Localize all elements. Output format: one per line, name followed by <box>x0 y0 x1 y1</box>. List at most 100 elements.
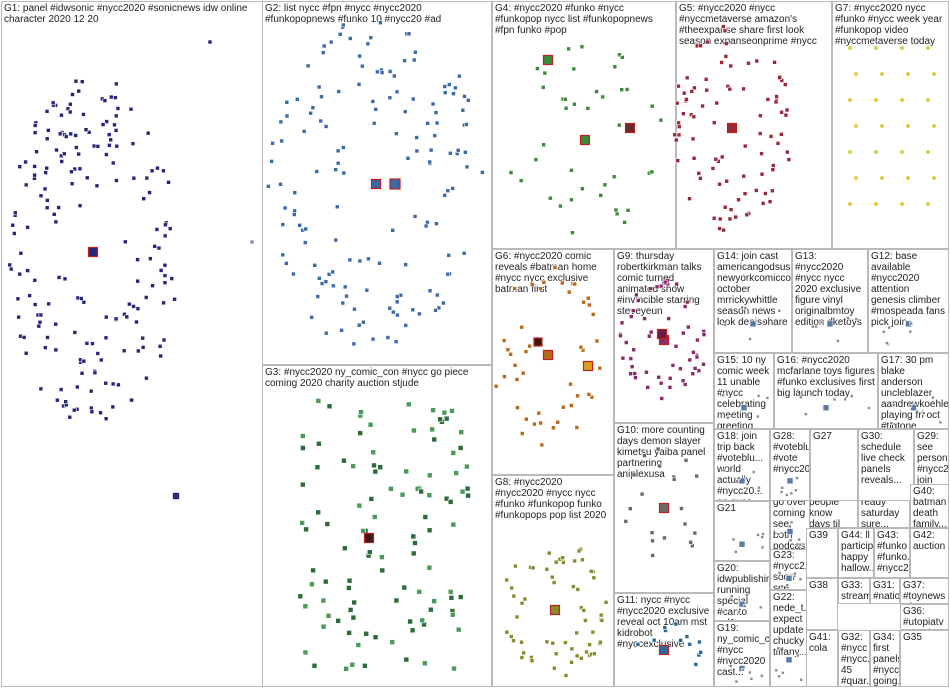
user-node-g21 <box>756 533 760 537</box>
group-box-g7: G7: #nycc2020 nycc #funko #nycc week yea… <box>832 1 949 249</box>
user-node-g3 <box>302 649 309 656</box>
user-node-g5 <box>765 97 771 102</box>
user-node-g1 <box>77 166 83 172</box>
user-node-g1 <box>43 170 48 175</box>
user-node-g3 <box>426 492 433 498</box>
user-node-g1 <box>32 123 38 128</box>
user-node-g3 <box>326 403 333 410</box>
user-node-g2 <box>278 182 283 187</box>
user-node-g1 <box>79 79 85 84</box>
user-node-g6 <box>578 344 584 350</box>
user-node-g10 <box>650 553 655 558</box>
user-node-g1 <box>21 335 27 340</box>
user-node-g9 <box>662 279 668 285</box>
user-node-g7 <box>925 149 931 155</box>
hub-node-g20 <box>738 600 746 608</box>
user-node-g2 <box>448 150 453 156</box>
user-node-g5 <box>779 132 784 137</box>
user-node-g8 <box>560 555 565 560</box>
user-node-g9 <box>636 298 641 303</box>
user-node-g6 <box>560 404 566 410</box>
user-node-g5 <box>698 176 703 181</box>
hub-node-g26 <box>786 528 794 535</box>
user-node-g1 <box>32 302 38 307</box>
user-node-g3 <box>399 491 406 498</box>
user-node-g4 <box>558 203 563 209</box>
user-node-g3 <box>426 564 433 571</box>
user-node-g8 <box>508 634 514 639</box>
user-node-g5 <box>746 60 751 66</box>
user-node-g2 <box>387 95 393 101</box>
user-node-g3 <box>459 488 466 495</box>
user-node-g2 <box>410 307 416 313</box>
user-node-g8 <box>591 651 597 657</box>
group-box-g18: G18: join trip back #voteblu... world ac… <box>714 429 770 501</box>
user-node-g1 <box>128 106 134 112</box>
user-node-g1 <box>72 330 78 335</box>
group-label-g32: G32: #nycc #nycc... 45 #quar... <box>841 632 870 687</box>
user-node-g5 <box>773 99 779 105</box>
user-node-g1 <box>113 128 119 133</box>
user-node-g3 <box>372 634 379 640</box>
user-node-g1 <box>75 384 80 390</box>
user-node-g3 <box>372 468 379 475</box>
user-node-g1 <box>113 95 118 100</box>
user-node-g2 <box>278 119 284 125</box>
user-node-g5 <box>681 111 686 116</box>
hub-node-g3 <box>363 532 375 544</box>
user-node-g1 <box>57 131 63 137</box>
user-node-g3 <box>322 578 329 585</box>
user-node-g1 <box>67 109 73 115</box>
user-node-g2 <box>457 73 462 79</box>
user-node-g7 <box>899 149 905 155</box>
user-node-g6 <box>527 343 532 349</box>
user-node-g14 <box>748 337 752 341</box>
group-box-g4: G4: #nycc2020 #funko #nycc #funkopop nyc… <box>492 1 676 249</box>
user-node-g6 <box>569 403 574 408</box>
user-node-g1 <box>154 227 160 232</box>
user-node-g1 <box>114 81 119 87</box>
user-node-g10 <box>671 477 677 482</box>
user-node-g4 <box>541 142 546 148</box>
user-node-g6 <box>574 425 580 430</box>
user-node-g8 <box>603 600 609 605</box>
user-node-g2 <box>378 20 383 26</box>
user-node-g3 <box>335 618 341 624</box>
user-node-g3 <box>447 589 454 595</box>
user-node-g26 <box>798 542 803 547</box>
user-node-g2 <box>336 89 341 94</box>
user-node-g12 <box>881 330 886 334</box>
group-box-g32: G32: #nycc #nycc... 45 #quar... <box>838 630 870 687</box>
user-node-g5 <box>696 171 702 176</box>
user-node-g2 <box>341 22 346 28</box>
group-box-g17: G17: 30 pm blake anderson uncleblazer aa… <box>878 353 949 429</box>
user-node-g1 <box>15 296 21 302</box>
user-node-g6 <box>505 347 511 352</box>
user-node-g1 <box>81 299 87 305</box>
user-node-g9 <box>666 316 671 321</box>
user-node-g5 <box>744 212 750 218</box>
user-node-g2 <box>314 169 320 174</box>
user-node-g8 <box>574 653 580 659</box>
user-node-g9 <box>692 366 698 371</box>
user-node-g1 <box>131 175 137 181</box>
user-node-g1 <box>112 122 117 128</box>
user-node-g2 <box>455 148 461 153</box>
user-node-g2 <box>441 300 446 306</box>
user-node-g2 <box>323 279 329 284</box>
user-node-g1 <box>27 293 32 298</box>
user-node-g1 <box>166 180 171 185</box>
user-node-g9 <box>696 368 702 373</box>
user-node-g2 <box>436 305 442 311</box>
user-node-g1 <box>86 129 92 135</box>
hub-node-g4 <box>579 134 591 146</box>
user-node-g8 <box>509 585 514 591</box>
user-node-g1 <box>67 414 73 420</box>
user-node-g5 <box>711 215 717 221</box>
user-node-g3 <box>422 514 429 520</box>
group-label-g19: G19: ny_comic_c... #nycc #nycc2020 cast.… <box>717 623 770 678</box>
user-node-g4 <box>540 85 546 90</box>
user-node-g3 <box>370 449 377 456</box>
group-label-g43: G43: #funko #funko... #nycc2... <box>877 530 910 574</box>
user-node-g5 <box>728 63 734 69</box>
